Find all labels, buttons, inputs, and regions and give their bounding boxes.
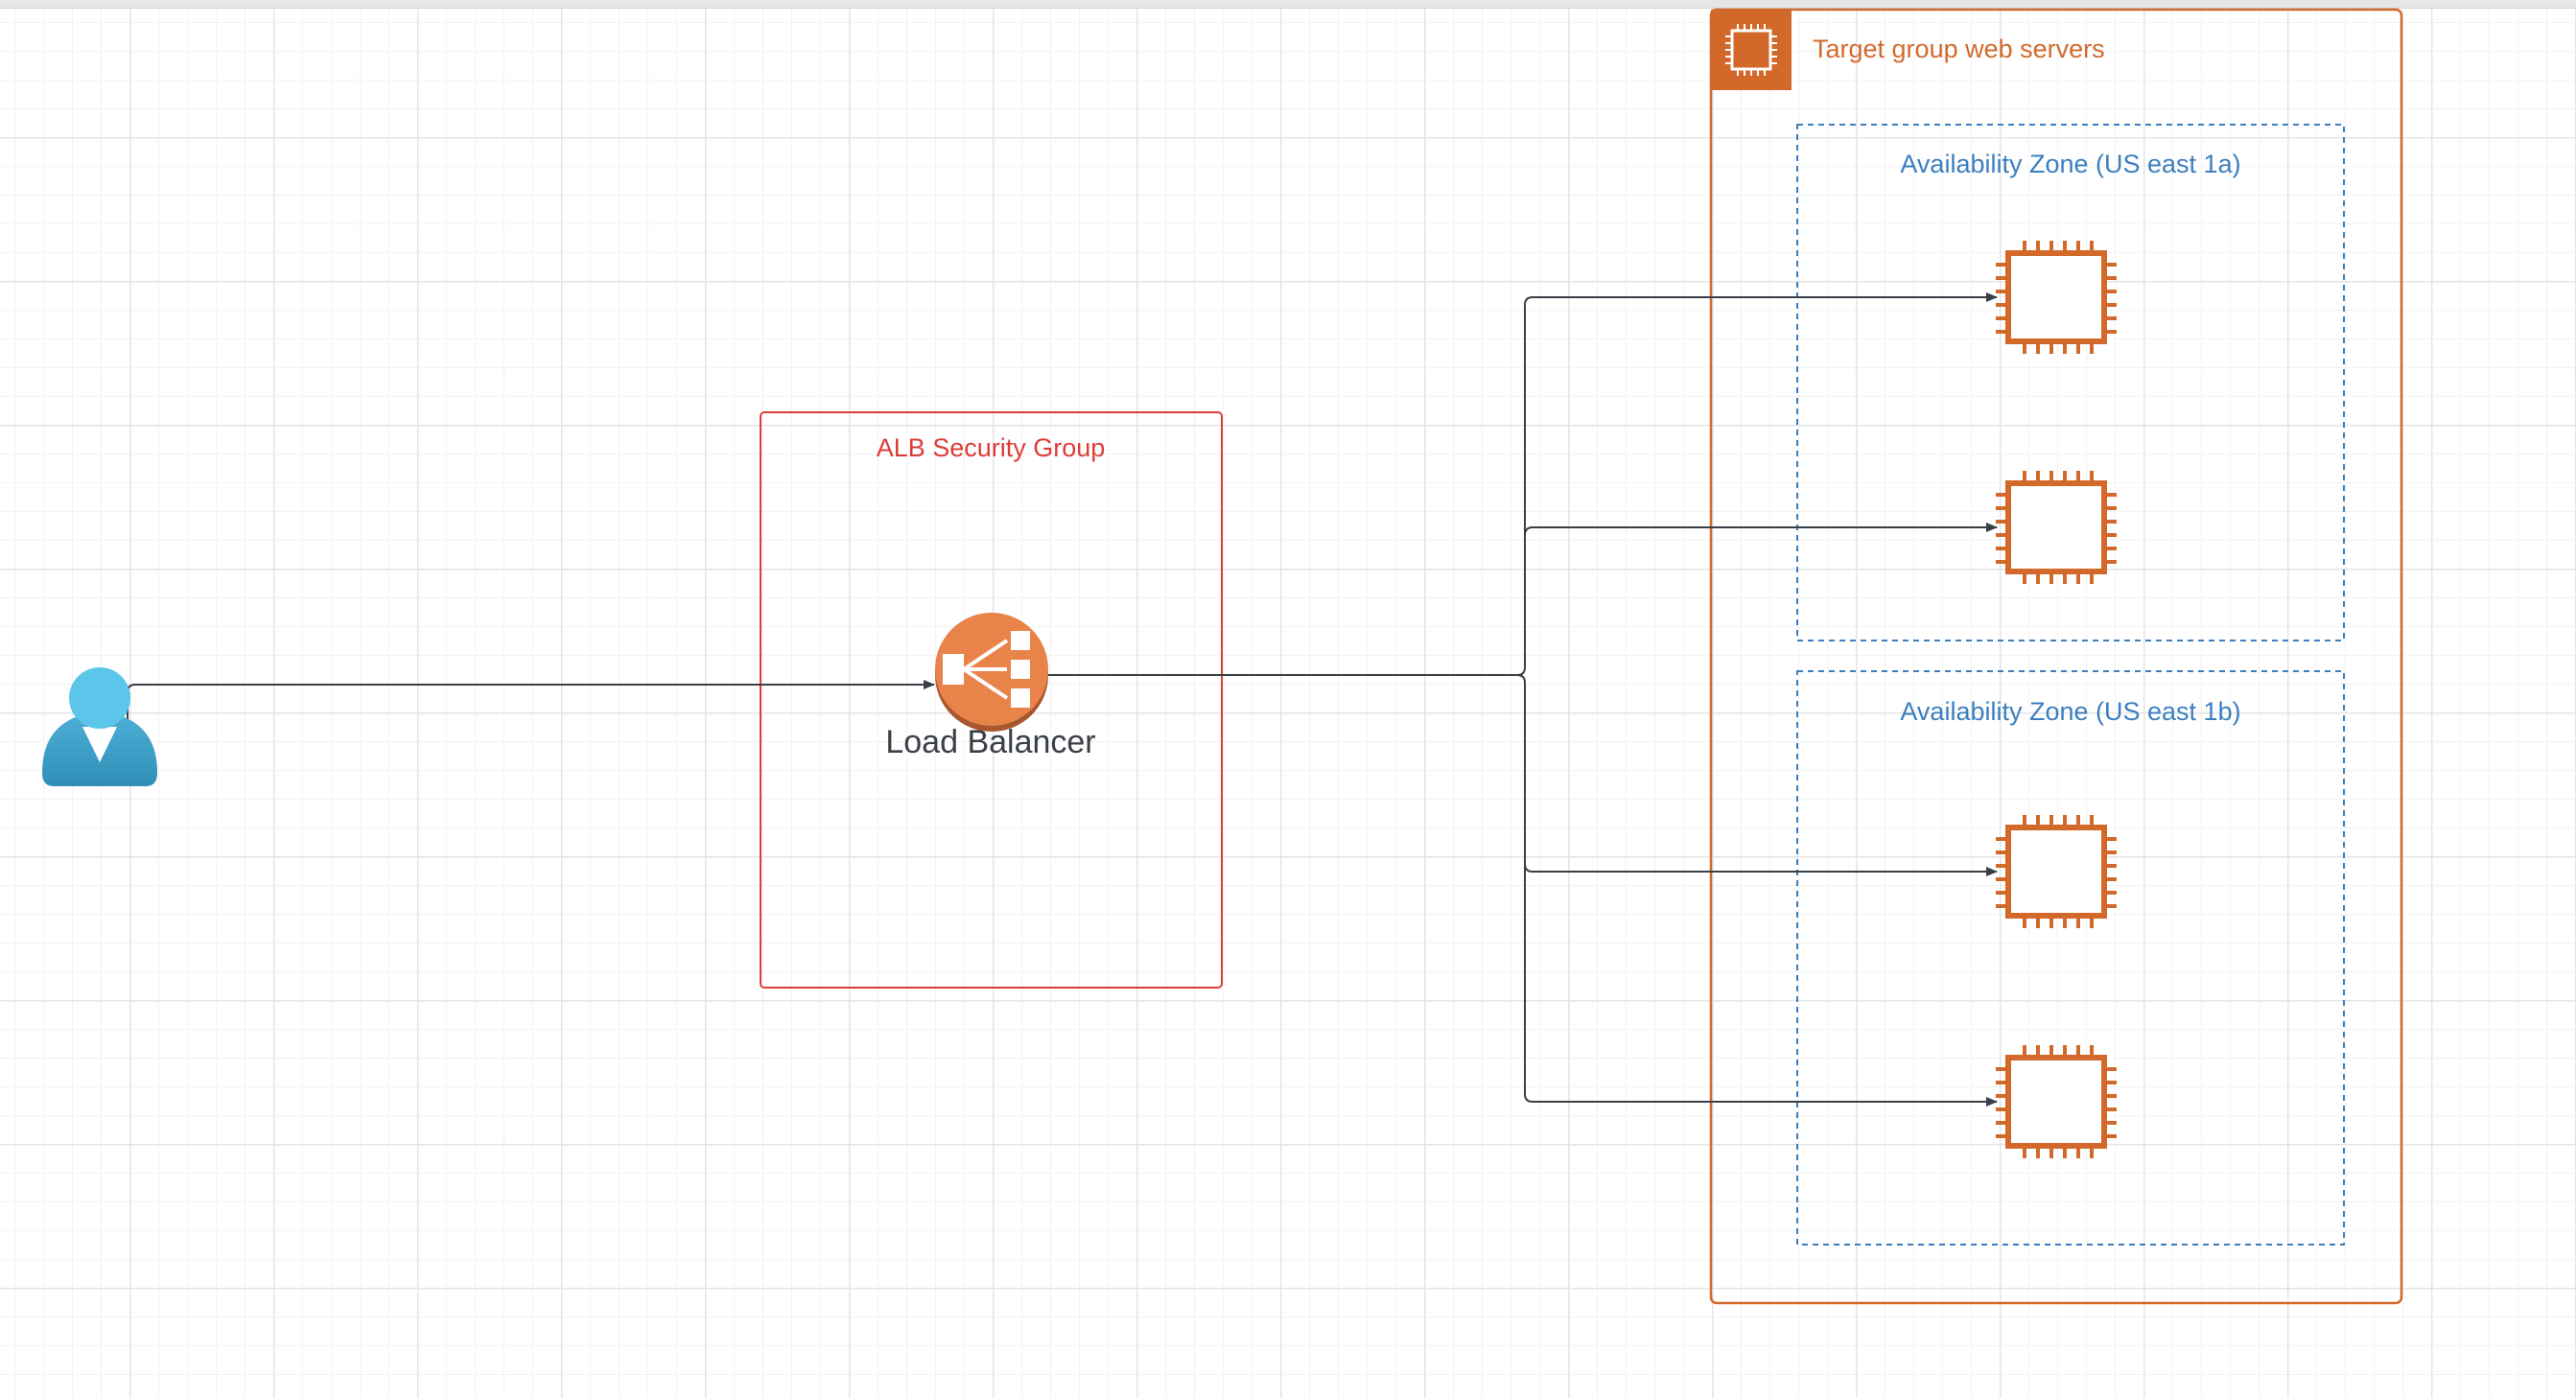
ec2-instance-icon[interactable] <box>1996 241 2117 354</box>
target-group-label: Target group web servers <box>1813 35 2105 63</box>
user-to-lb-connector[interactable] <box>127 680 935 729</box>
load-balancer-icon[interactable] <box>935 613 1048 732</box>
alb-security-group-label: ALB Security Group <box>876 433 1106 462</box>
availability-zone-1b-label: Availability Zone (US east 1b) <box>1900 697 2241 726</box>
connector-instance-2[interactable] <box>1524 523 1998 667</box>
availability-zone-1b[interactable] <box>1796 670 2345 1246</box>
ec2-chip-icon <box>1711 10 1791 90</box>
load-balancer-label: Load Balancer <box>885 724 1096 760</box>
connector-instance-1[interactable] <box>1043 292 1998 676</box>
canvas-top-edge <box>0 0 2576 9</box>
connector-instance-4[interactable] <box>1524 864 1998 1107</box>
target-group-container[interactable] <box>1709 8 2403 1305</box>
ec2-instance-icon[interactable] <box>1996 1045 2117 1158</box>
availability-zone-1a-label: Availability Zone (US east 1a) <box>1900 150 2241 178</box>
user-icon[interactable] <box>42 667 157 786</box>
availability-zone-1a[interactable] <box>1796 124 2345 641</box>
alb-security-group[interactable] <box>760 411 1223 989</box>
ec2-instance-icon[interactable] <box>1996 471 2117 584</box>
ec2-instance-icon[interactable] <box>1996 815 2117 928</box>
